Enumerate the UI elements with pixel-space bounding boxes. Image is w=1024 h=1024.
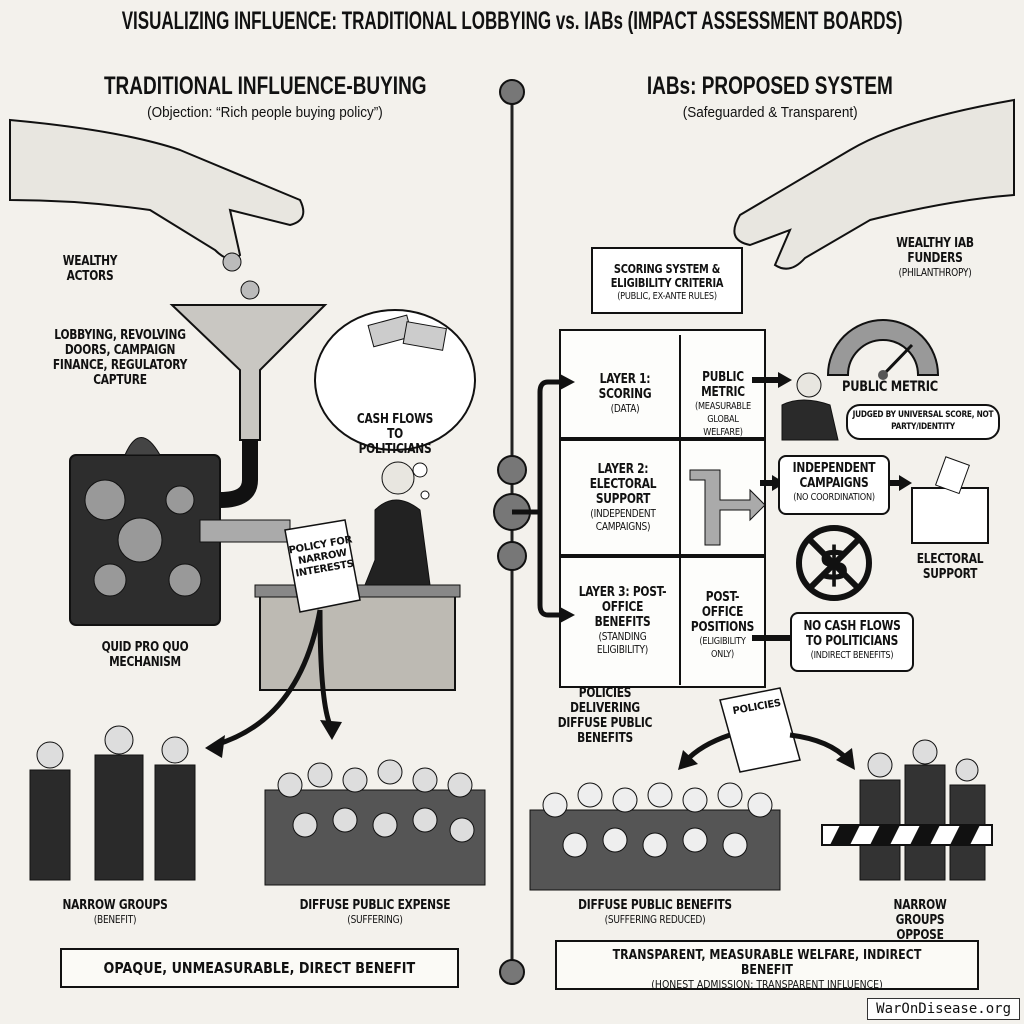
scoring-criteria-text: SCORING SYSTEM & ELIGIBILITY CRITERIA(PU…: [610, 262, 724, 302]
judged-speech-bubble: JUDGED BY UNIVERSAL SCORE, NOT PARTY/IDE…: [846, 404, 1000, 440]
opposing-group-icon: [859, 739, 986, 881]
right-banner-text: TRANSPARENT, MEASURABLE WELFARE, INDIREC…: [612, 948, 922, 978]
ballot-box-icon: [911, 487, 989, 544]
coin-icon: [222, 252, 242, 272]
barrier-icon: [821, 824, 993, 846]
hand-icon: [9, 118, 305, 260]
mechanism-label: QUID PRO QUO MECHANISM: [101, 640, 189, 670]
narrow-oppose-label: NARROW GROUPS OPPOSE: [893, 898, 947, 943]
layer1-label: LAYER 1: SCORING(DATA): [598, 372, 652, 415]
funnel-icon: [169, 304, 328, 441]
independent-campaigns-text: INDEPENDENT CAMPAIGNS(NO COORDINATION): [792, 461, 876, 503]
left-heading: TRADITIONAL INFLUENCE-BUYING: [103, 72, 427, 100]
businessmen-group-icon: [29, 725, 196, 881]
pipe: [199, 519, 291, 543]
narrow-groups-label: NARROW GROUPS(BENEFIT): [62, 898, 168, 926]
cash-flows-label: CASH FLOWS TO POLITICIANS: [356, 412, 434, 457]
suffering-crowd-icon: [264, 759, 486, 886]
hand-icon: [733, 98, 1015, 270]
no-dollar-icon: [796, 525, 872, 601]
policies-document: [719, 687, 801, 773]
signpost-arrow-icon: [689, 469, 766, 546]
watermark: WarOnDisease.org: [867, 998, 1020, 1020]
right-heading: IABs: PROPOSED SYSTEM: [647, 72, 894, 100]
public-metric-label: PUBLIC METRIC: [842, 379, 938, 395]
iab-funders-label: WEALTHY IAB FUNDERS(PHILANTHROPY): [896, 236, 974, 279]
politician-icon: [364, 499, 431, 586]
desk-icon: [259, 589, 456, 691]
electoral-support-label: ELECTORAL SUPPORT: [916, 552, 984, 582]
happy-crowd-icon: [529, 782, 781, 891]
layer2-label: LAYER 2: ELECTORAL SUPPORT(INDEPENDENT C…: [589, 462, 657, 533]
page-title: VISUALIZING INFLUENCE: TRADITIONAL LOBBY…: [121, 7, 903, 35]
left-banner: OPAQUE, UNMEASURABLE, DIRECT BENEFIT: [60, 948, 459, 988]
methods-label: LOBBYING, REVOLVING DOORS, CAMPAIGN FINA…: [52, 328, 188, 388]
right-banner: TRANSPARENT, MEASURABLE WELFARE, INDIREC…: [555, 940, 979, 991]
left-subheading: (Objection: “Rich people buying policy”): [147, 104, 383, 121]
diffuse-benefits-label: DIFFUSE PUBLIC BENEFITS(SUFFERING REDUCE…: [578, 898, 732, 926]
independent-campaigns-box: INDEPENDENT CAMPAIGNS(NO COORDINATION): [778, 455, 890, 515]
diffuse-public-label: DIFFUSE PUBLIC EXPENSE(SUFFERING): [299, 898, 451, 926]
layer3-label: LAYER 3: POST-OFFICE BENEFITS(STANDING E…: [578, 585, 667, 656]
coin-icon: [240, 280, 260, 300]
gear-icon: [493, 79, 531, 985]
layer1-side-label: PUBLIC METRIC(MEASURABLE GLOBAL WELFARE): [695, 370, 751, 438]
layer3-side-label: POST-OFFICE POSITIONS(ELIGIBILITY ONLY): [690, 590, 755, 660]
layer-stack: [559, 329, 766, 688]
right-subheading: (Safeguarded & Transparent): [682, 104, 858, 121]
judged-text: JUDGED BY UNIVERSAL SCORE, NOT PARTY/IDE…: [852, 410, 994, 432]
policies-delivering-label: POLICIES DELIVERING DIFFUSE PUBLIC BENEF…: [557, 686, 653, 746]
no-cash-text: NO CASH FLOWS TO POLITICIANS(INDIRECT BE…: [803, 619, 901, 661]
no-cash-box: NO CASH FLOWS TO POLITICIANS(INDIRECT BE…: [790, 612, 914, 672]
right-banner-subtext: (HONEST ADMISSION: TRANSPARENT INFLUENCE…: [651, 978, 883, 991]
politician-icon: [781, 399, 839, 441]
scoring-criteria-box: [591, 247, 743, 314]
gauge-icon: [826, 319, 940, 376]
policy-document: [284, 519, 361, 613]
wealthy-actors-label: WEALTHY ACTORS: [62, 254, 118, 284]
